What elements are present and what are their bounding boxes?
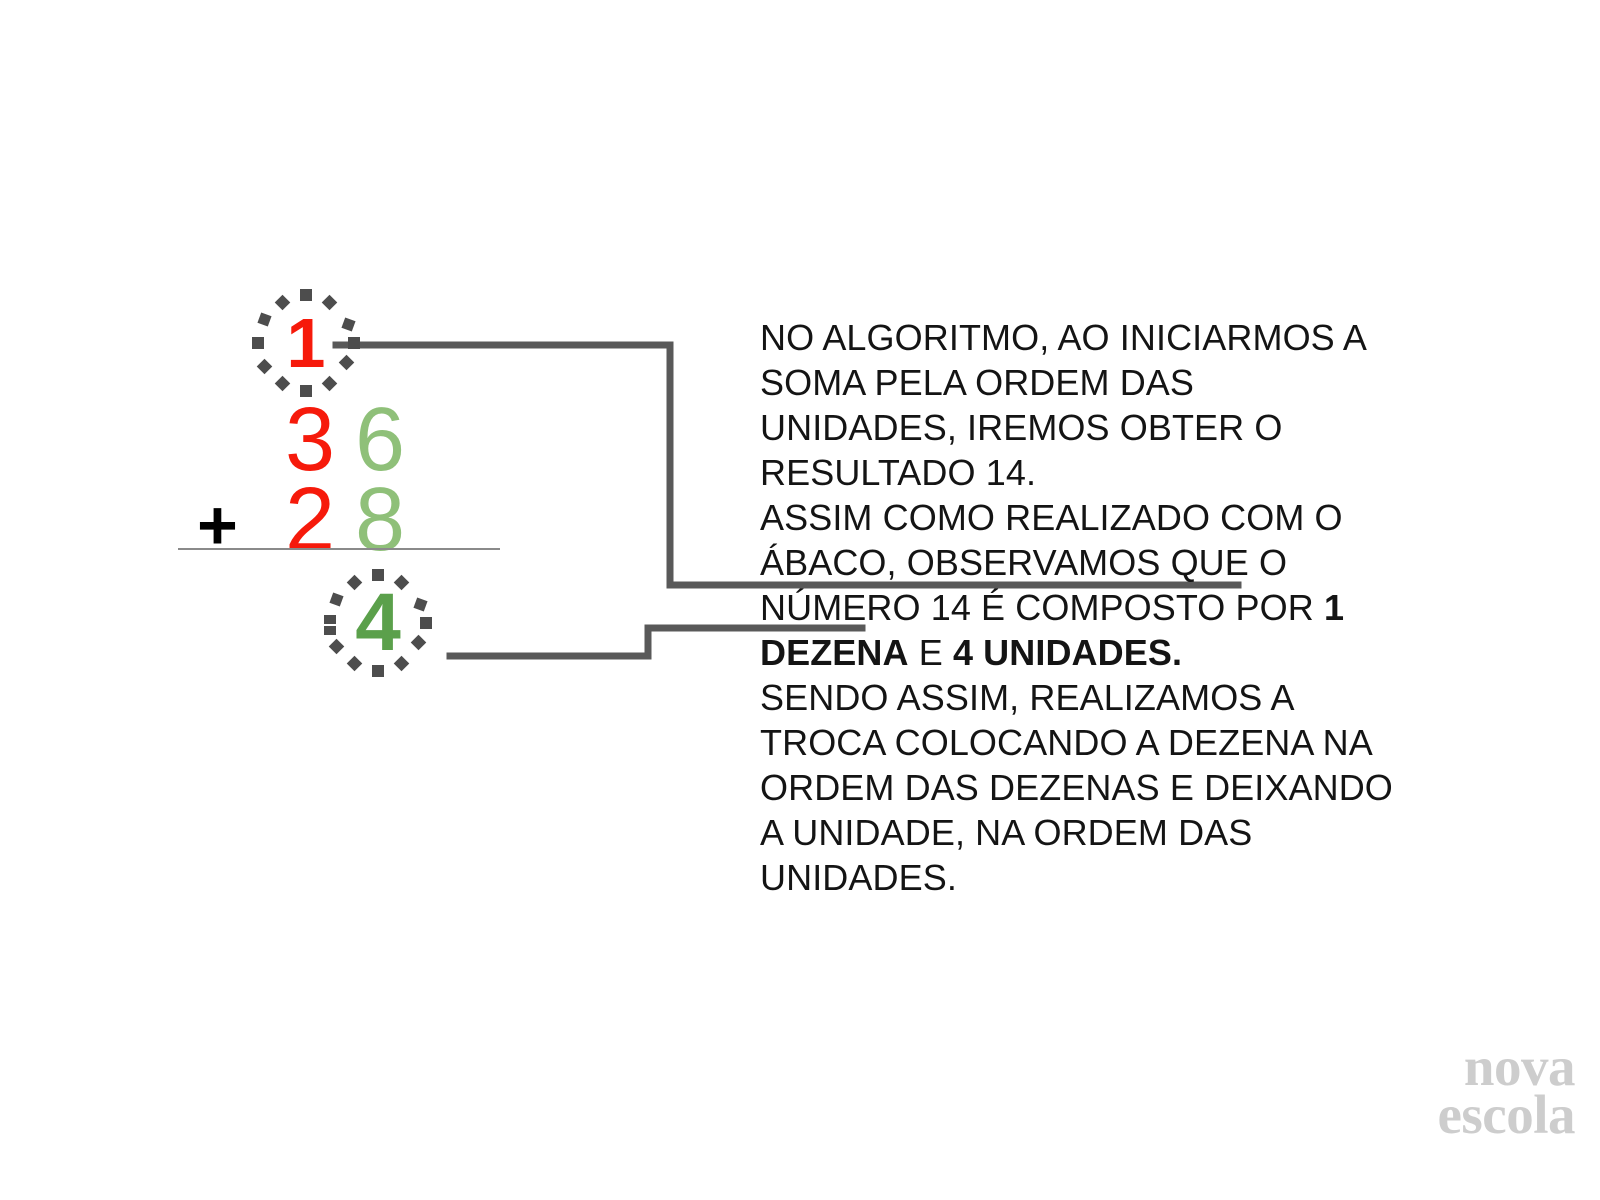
explanation-line-4: RESULTADO 14. (760, 452, 1037, 493)
explanation-text: NO ALGORITMO, AO INICIARMOS A SOMA PELA … (760, 315, 1432, 900)
addend1-tens-digit: 3 (284, 390, 336, 490)
sum-units-digit: 4 (355, 577, 401, 668)
logo-line-nova: nova (1463, 1036, 1576, 1097)
explanation-line-12: A UNIDADE, NA ORDEM DAS (760, 812, 1253, 853)
explanation-line-8-conjunction: E (908, 632, 953, 673)
explanation-emphasis-one: 1 (1323, 587, 1345, 628)
explanation-line-7-text: NÚMERO 14 É COMPOSTO POR (760, 587, 1324, 628)
addend2-tens-digit: 2 (284, 470, 336, 570)
sum-horizontal-rule (178, 548, 500, 550)
explanation-emphasis-dezena: DEZENA (760, 632, 909, 673)
explanation-line-6: ÁBACO, OBSERVAMOS QUE O (760, 542, 1288, 583)
explanation-emphasis-unidades: 4 UNIDADES. (952, 632, 1183, 673)
explanation-line-7: NÚMERO 14 É COMPOSTO POR 1 (760, 585, 1432, 630)
explanation-line-2: SOMA PELA ORDEM DAS (760, 362, 1195, 403)
explanation-line-13: UNIDADES. (760, 857, 957, 898)
explanation-line-10: TROCA COLOCANDO A DEZENA NA (760, 722, 1373, 763)
explanation-line-5: ASSIM COMO REALIZADO COM O (760, 497, 1343, 538)
column-addition-figure: 1 3 6 + 2 8 (0, 0, 740, 700)
nova-escola-logo: nova escola (1405, 1036, 1576, 1145)
explanation-line-9: SENDO ASSIM, REALIZAMOS A (760, 677, 1295, 718)
carry-digit: 1 (286, 304, 326, 382)
explanation-paragraph-1: NO ALGORITMO, AO INICIARMOS A SOMA PELA … (760, 315, 1432, 900)
addend2-units-digit: 8 (354, 470, 406, 570)
explanation-line-8: DEZENA E 4 UNIDADES. (760, 630, 1432, 675)
logo-line-escola: escola (1437, 1084, 1575, 1145)
explanation-line-3: UNIDADES, IREMOS OBTER O (760, 407, 1283, 448)
explanation-line-1: NO ALGORITMO, AO INICIARMOS A (760, 317, 1368, 358)
explanation-line-11: ORDEM DAS DEZENAS E DEIXANDO (760, 767, 1393, 808)
